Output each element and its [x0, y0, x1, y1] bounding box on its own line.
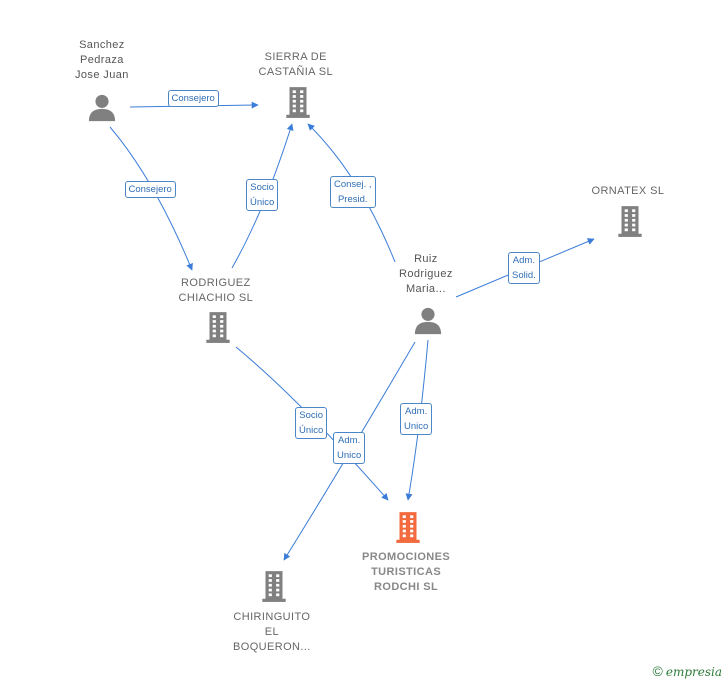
brand-logo: empresia — [665, 665, 722, 679]
node-label-ornatex[interactable]: ORNATEX SL — [592, 184, 665, 199]
node-label-line: EL — [264, 626, 279, 638]
edge-label-ruiz-to-promociones: Adm. Unico — [400, 403, 433, 435]
node-label-line: Sanchez — [79, 39, 125, 51]
node-label-line: CHIRINGUITO — [233, 611, 311, 623]
person-icon-ruiz[interactable] — [413, 305, 443, 340]
edge-label-line: Presid. — [337, 194, 368, 205]
building-icon-rodriguez[interactable] — [201, 310, 235, 349]
node-label-line: TURISTICAS — [371, 566, 442, 578]
copyright-symbol: © — [652, 663, 663, 679]
edge-label-line: Adm. — [405, 406, 428, 417]
edge-label-line: Socio — [250, 182, 275, 193]
building-icon-promociones[interactable] — [391, 510, 425, 549]
edge-label-line: Adm. — [512, 255, 535, 266]
edge-label-line: Solid. — [512, 270, 536, 281]
node-label-chiringuito[interactable]: CHIRINGUITO EL BOQUERON... — [233, 610, 311, 655]
node-label-line: RODRIGUEZ — [181, 277, 251, 289]
node-label-line: RODCHI SL — [374, 581, 439, 593]
node-label-line: ORNATEX SL — [591, 185, 665, 197]
edge-label-line: Consejero — [128, 183, 172, 195]
edge-label-line: Consej. , — [334, 179, 372, 190]
copyright-footer: ©empresia — [653, 663, 722, 679]
node-label-promociones[interactable]: PROMOCIONES TURISTICAS RODCHI SL — [362, 550, 450, 595]
edge-label-line: Unico — [337, 450, 362, 461]
node-label-line: PROMOCIONES — [362, 551, 451, 563]
edge-label-line: Único — [299, 425, 324, 436]
building-icon-ornatex[interactable] — [613, 204, 647, 243]
edge-label-line: Único — [250, 197, 275, 208]
edge-label-sanchez-to-rodriguez: Consejero — [124, 180, 176, 198]
node-label-line: BOQUERON... — [233, 641, 311, 653]
node-label-line: Jose Juan — [75, 69, 129, 81]
edge-label-ruiz-to-ornatex: Adm. Solid. — [508, 252, 540, 284]
node-label-rodriguez[interactable]: RODRIGUEZ CHIACHIO SL — [179, 276, 254, 306]
node-label-line: Rodriguez — [399, 268, 453, 280]
edge-label-ruiz-to-chiringuito: Adm. Unico — [333, 432, 366, 464]
edge-label-line: Socio — [299, 410, 324, 421]
edge-label-line: Adm. — [338, 435, 361, 446]
node-label-line: Maria... — [405, 283, 446, 295]
node-label-line: CHIACHIO SL — [178, 292, 254, 304]
person-icon-sanchez[interactable] — [87, 92, 117, 127]
node-label-line: Pedraza — [79, 54, 124, 66]
node-label-line: Ruiz — [414, 253, 438, 265]
edge-label-ruiz-to-sierra: Consej. , Presid. — [330, 176, 376, 208]
building-icon-chiringuito[interactable] — [257, 569, 291, 608]
edge-label-sanchez-to-sierra: Consejero — [167, 89, 219, 107]
node-label-sierra[interactable]: SIERRA DE CASTAÑIA SL — [259, 50, 334, 80]
node-label-line: CASTAÑIA SL — [258, 66, 333, 78]
edge-sanchez-to-rodriguez — [109, 126, 193, 271]
edge-label-line: Consejero — [171, 92, 215, 104]
node-label-line: SIERRA DE — [264, 51, 327, 63]
building-icon-sierra[interactable] — [281, 85, 315, 124]
edge-label-line: Unico — [404, 421, 429, 432]
